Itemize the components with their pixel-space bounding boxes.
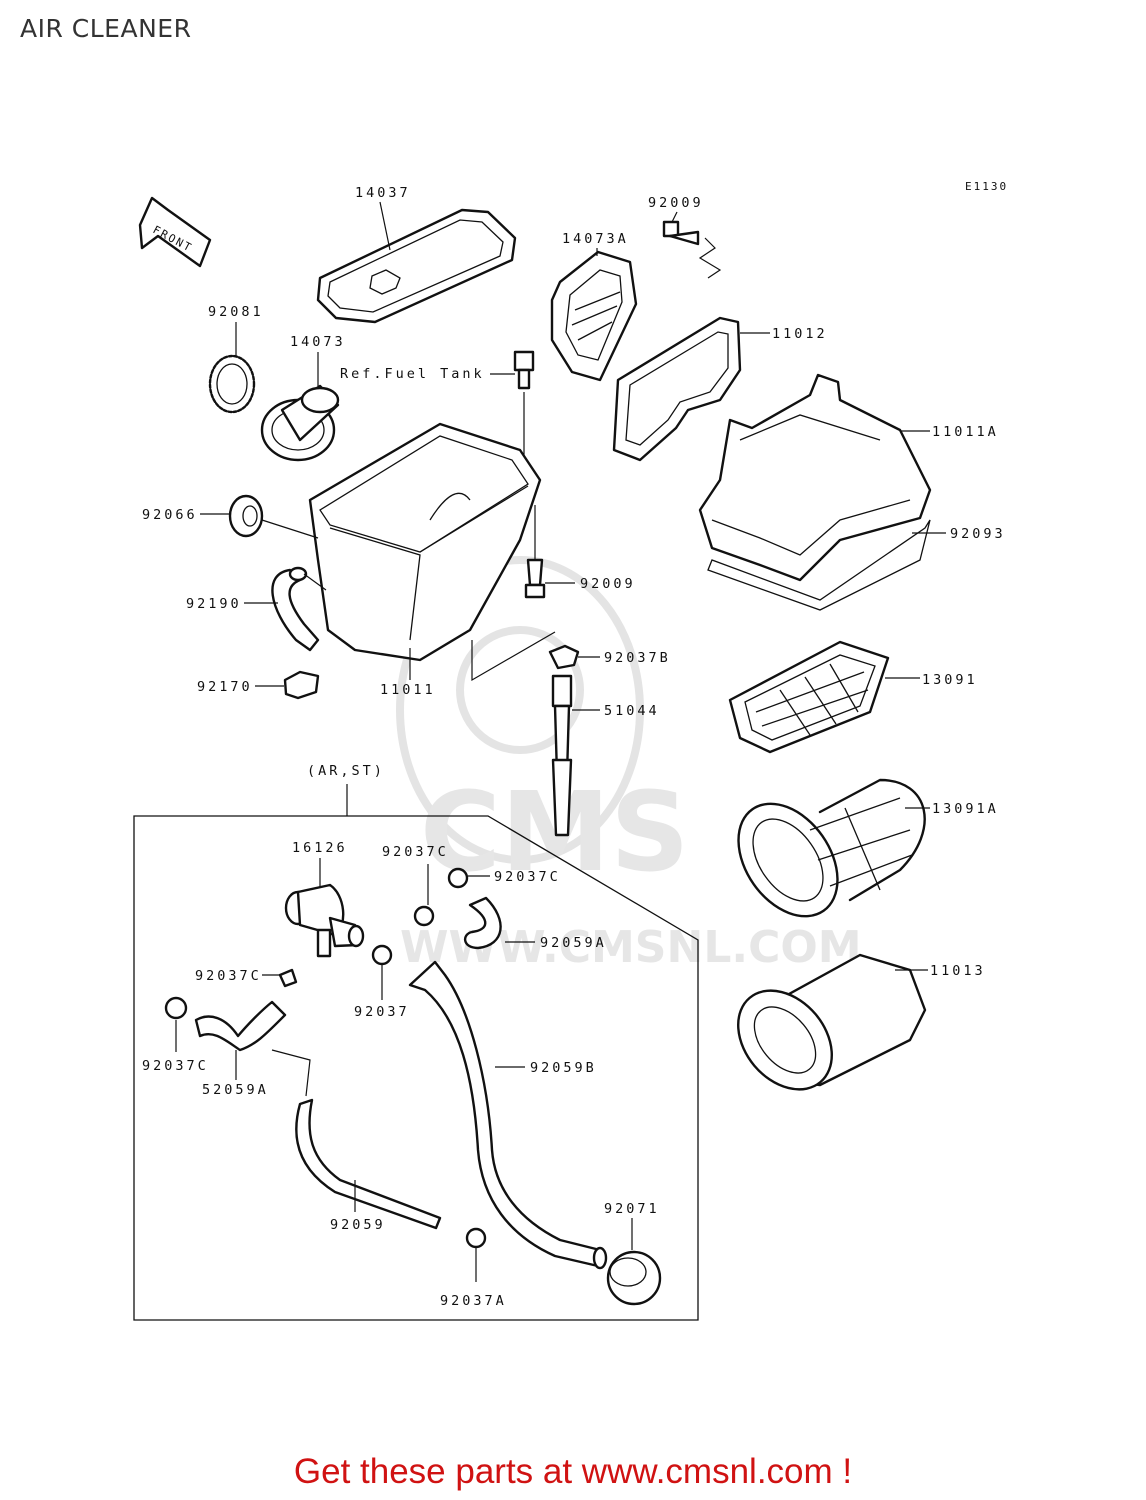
- part-11012-cover: 11012: [612, 316, 828, 462]
- part-92037B-clamp: 92037B: [548, 644, 671, 670]
- front-arrow-icon: FRONT: [138, 196, 212, 268]
- label-11013: 11013: [930, 963, 986, 979]
- part-11011-case: 11011: [308, 422, 542, 698]
- part-92037C-clamp-c: 92037C: [195, 968, 298, 988]
- label-13091A: 13091A: [932, 801, 999, 817]
- ref-fuel-tank-bolt: Ref.Fuel Tank: [340, 350, 535, 460]
- variant-box-label: (AR,ST): [307, 763, 385, 779]
- part-92059A-hose: 92059A: [464, 896, 607, 951]
- part-11011A-upper-case: 11011A: [698, 373, 999, 582]
- part-13091-frame: 13091: [728, 640, 978, 754]
- part-92037C-clamp-a: 92037C: [382, 844, 449, 927]
- label-92066: 92066: [142, 507, 198, 523]
- label-92059A: 92059A: [540, 935, 607, 951]
- label-92009-top: 92009: [648, 195, 704, 211]
- label-92081: 92081: [208, 304, 264, 320]
- label-92170: 92170: [197, 679, 253, 695]
- connector-line: [471, 631, 556, 682]
- label-11012: 11012: [772, 326, 828, 342]
- label-51044: 51044: [604, 703, 660, 719]
- label-92093: 92093: [950, 526, 1006, 542]
- label-14037: 14037: [355, 185, 411, 201]
- label-92037B: 92037B: [604, 650, 671, 666]
- label-92037C-d: 92037C: [142, 1058, 209, 1074]
- label-92037: 92037: [354, 1004, 410, 1020]
- part-92066-grommet: 92066: [142, 494, 319, 539]
- part-92037A-clamp: 92037A: [440, 1227, 507, 1309]
- label-14073A: 14073A: [562, 231, 629, 247]
- part-51044-tube: 51044: [551, 674, 660, 837]
- part-13091A-element: 13091A: [737, 778, 999, 918]
- part-16126-valve: 16126: [284, 840, 365, 958]
- label-92037A: 92037A: [440, 1293, 507, 1309]
- label-92037C-a: 92037C: [382, 844, 449, 860]
- part-52059A-hose: 52059A: [194, 1000, 311, 1098]
- page-title: AIR CLEANER: [20, 14, 192, 43]
- label-92059B: 92059B: [530, 1060, 597, 1076]
- part-92071-grommet: 92071: [604, 1201, 662, 1306]
- part-92037C-clamp-b: 92037C: [447, 867, 561, 889]
- part-14073-boot: 14073: [260, 334, 346, 462]
- label-16126: 16126: [292, 840, 348, 856]
- part-92059B-hose: 92059B: [408, 960, 608, 1270]
- part-11013-element: 11013: [737, 953, 986, 1091]
- watermark-url: WWW.CMSNL.COM: [400, 922, 862, 973]
- part-92081-spring: 92081: [208, 304, 264, 414]
- part-92037C-clamp-d: 92037C: [142, 996, 209, 1074]
- label-14073: 14073: [290, 334, 346, 350]
- diagram-code: E1130: [965, 180, 1008, 193]
- label-92071: 92071: [604, 1201, 660, 1217]
- part-92059-hose: 92059: [295, 1098, 442, 1233]
- label-11011: 11011: [380, 682, 436, 698]
- footer-link[interactable]: Get these parts at www.cmsnl.com !: [293, 1452, 853, 1491]
- label-52059A: 52059A: [202, 1082, 269, 1098]
- ref-fuel-tank-note: Ref.Fuel Tank: [340, 366, 485, 382]
- part-92170-clamp: 92170: [197, 670, 320, 700]
- part-92009-top-bolt: 92009: [648, 195, 722, 279]
- part-92190-hose: 92190: [186, 566, 327, 652]
- part-92037-clamp: 92037: [354, 944, 410, 1020]
- label-92009-mid: 92009: [580, 576, 636, 592]
- label-92037C-c: 92037C: [195, 968, 262, 984]
- label-92037C-b: 92037C: [494, 869, 561, 885]
- part-92009-mid-screw: 92009: [524, 505, 636, 599]
- label-92059: 92059: [330, 1217, 386, 1233]
- label-11011A: 11011A: [932, 424, 999, 440]
- part-92093-gasket: 92093: [707, 519, 1006, 611]
- part-14037-gasket: 14037: [316, 185, 517, 324]
- variant-box: (AR,ST): [133, 763, 699, 1321]
- label-13091: 13091: [922, 672, 978, 688]
- part-14073A-duct: 14073A: [550, 231, 638, 382]
- label-92190: 92190: [186, 596, 242, 612]
